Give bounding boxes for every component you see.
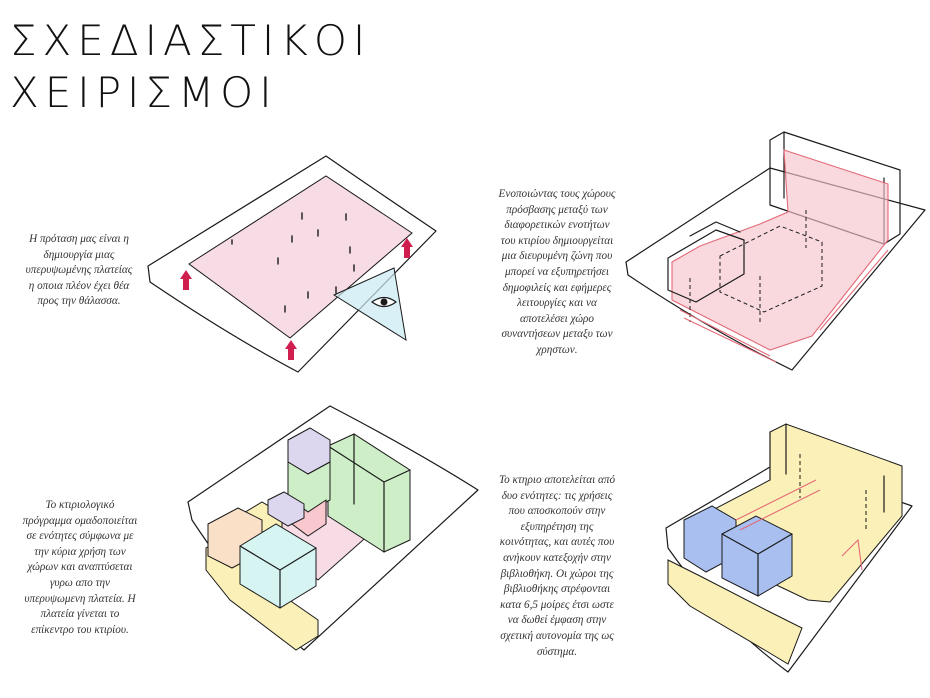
blue-library — [683, 505, 793, 597]
lower-blocks — [667, 221, 745, 303]
green-block — [327, 433, 411, 553]
page-title-line-1: ΣΧΕΔΙΑΣΤΙΚΟΙ — [10, 16, 372, 65]
plaza-surface — [188, 175, 413, 339]
diagram-access-zone — [625, 131, 926, 371]
up-arrow-icon — [180, 238, 413, 360]
red-access-zone — [671, 149, 889, 351]
yellow-base-4 — [667, 559, 803, 665]
eye-icon — [370, 296, 398, 308]
lavender-tower — [287, 427, 331, 537]
page-title-line-2: ΧΕΙΡΙΣΜΟΙ — [10, 68, 278, 117]
caption-program-groups: Το κτιριολογικό πρόγραμμα ομαδοποιείται … — [22, 499, 138, 636]
red-edges-2 — [679, 249, 889, 363]
hidden-lines-2 — [689, 210, 823, 322]
site-outline-1 — [147, 155, 437, 373]
lavender-small — [267, 491, 305, 527]
diagram-two-units — [665, 423, 913, 673]
diagram-program-groups — [187, 405, 479, 651]
view-cone — [332, 267, 407, 342]
diagram-raised-plaza — [147, 155, 437, 373]
caption-raised-plaza: Η πρόταση μας είναι η δημιουργία μιας υπ… — [25, 233, 133, 308]
people-marks — [231, 212, 355, 313]
caption-two-units: Το κτηριο αποτελείται από δυο ενότητες: … — [498, 474, 616, 658]
caption-access-zone: Ενοποιώντας τους χώρους πρόσβασης μεταξύ… — [498, 188, 616, 356]
cyan-block — [239, 523, 317, 609]
red-edges-4 — [735, 479, 863, 571]
